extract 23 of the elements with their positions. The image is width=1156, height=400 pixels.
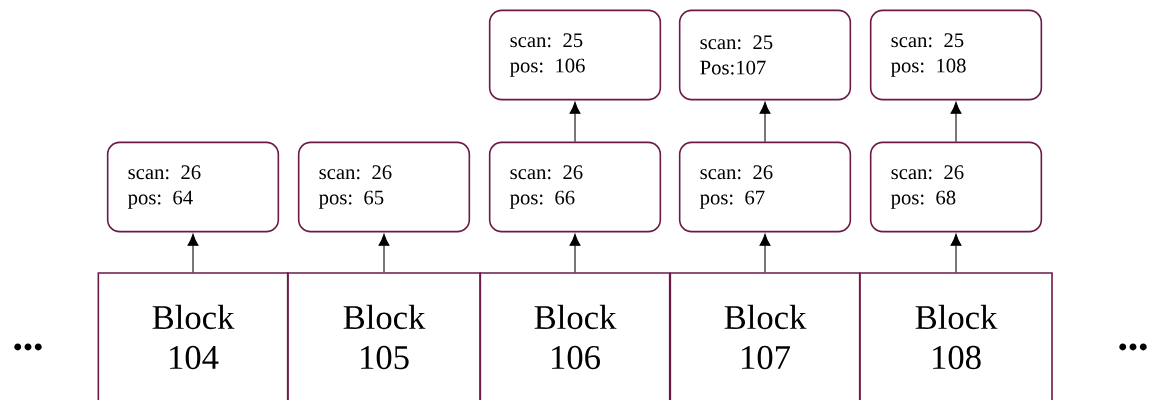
arrow	[569, 233, 581, 273]
block-box: Block 107	[669, 272, 861, 400]
block-box: Block 105	[287, 272, 481, 400]
scan-box: scan: 25 pos: 108	[869, 9, 1043, 101]
ellipsis: •••	[14, 343, 42, 351]
scan-box: scan: 26 pos: 64	[106, 141, 280, 233]
scan-box: scan: 26 pos: 67	[678, 141, 852, 233]
block-box: Block 108	[859, 272, 1053, 400]
arrow	[950, 233, 962, 273]
arrow	[187, 233, 199, 273]
scan-box: scan: 25 Pos:107	[678, 9, 852, 101]
block-box: Block 106	[479, 272, 671, 400]
block-box: Block 104	[97, 272, 289, 400]
scan-box: scan: 26 pos: 66	[488, 141, 662, 233]
arrow	[950, 101, 962, 143]
arrow	[759, 101, 771, 143]
scan-box: scan: 26 pos: 65	[297, 141, 471, 233]
arrow	[569, 101, 581, 143]
arrow	[759, 233, 771, 273]
ellipsis: •••	[1119, 343, 1147, 351]
scan-box: scan: 26 pos: 68	[869, 141, 1043, 233]
arrow	[378, 233, 390, 273]
scan-box: scan: 25 pos: 106	[488, 9, 662, 101]
